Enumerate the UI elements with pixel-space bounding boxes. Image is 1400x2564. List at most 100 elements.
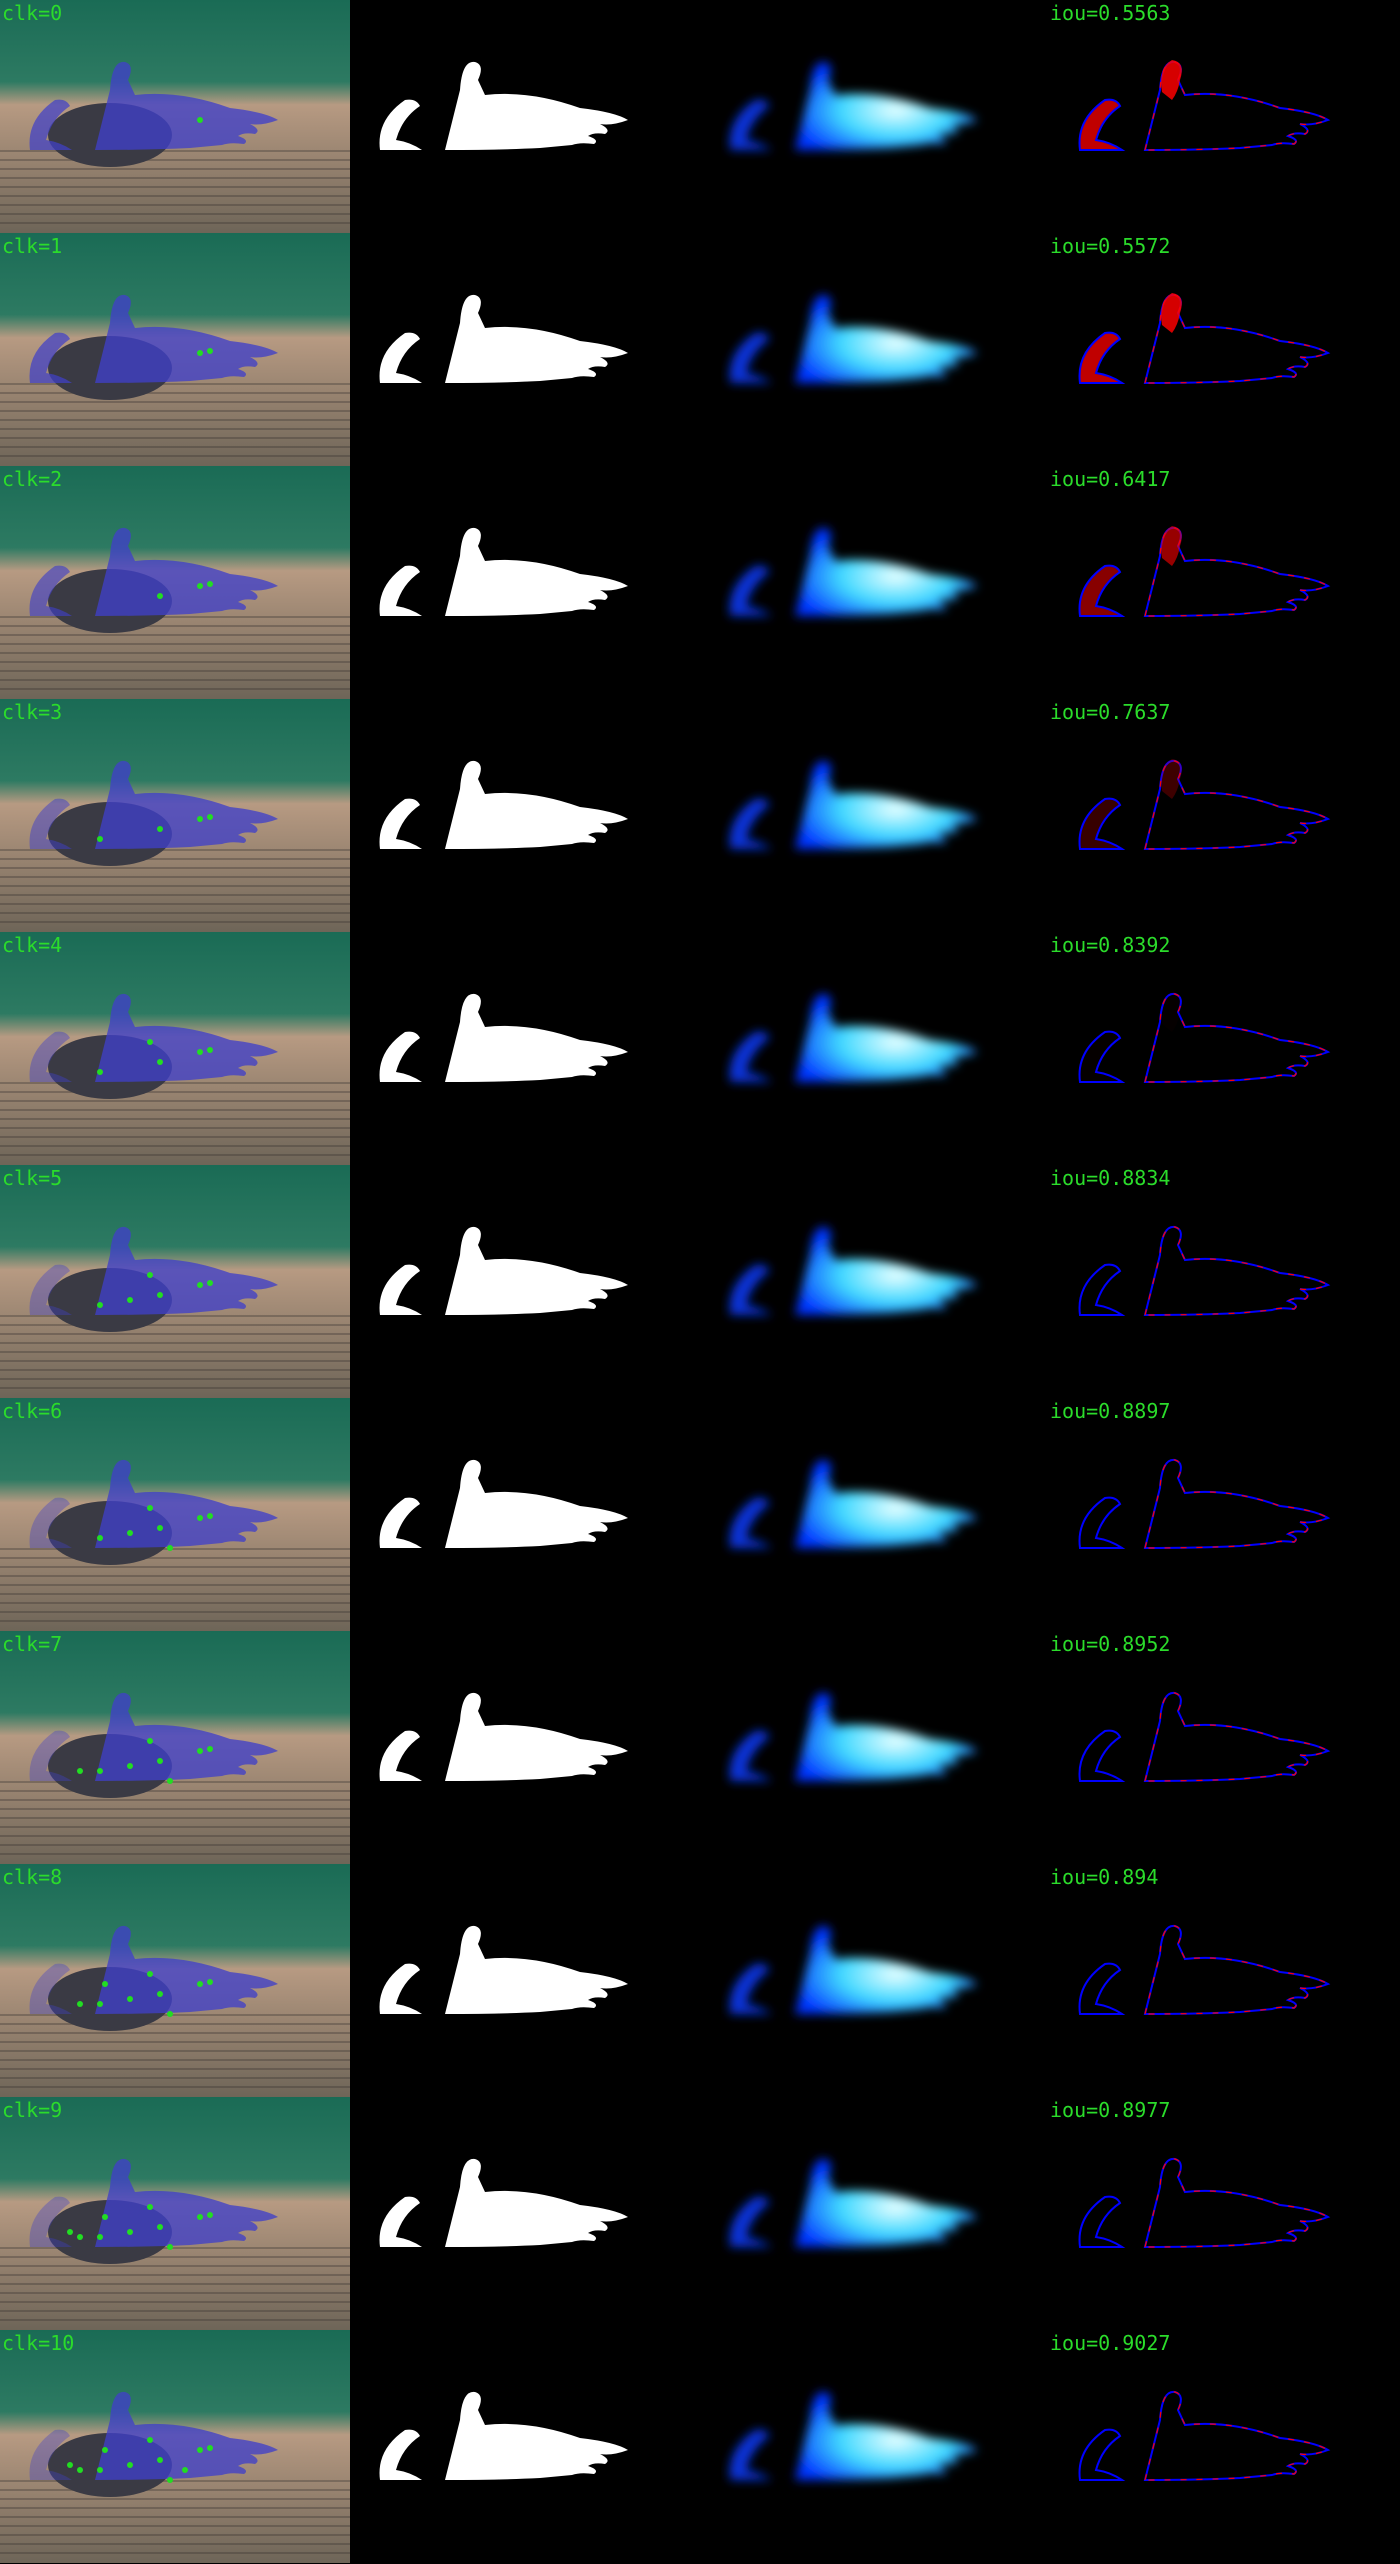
gt-silhouette — [445, 1226, 628, 1315]
click-point — [207, 814, 213, 820]
false-negative-region — [1161, 293, 1182, 333]
mask-overlay — [95, 760, 278, 849]
error-map — [1050, 1165, 1400, 1398]
click-point — [197, 816, 203, 822]
water-ripple — [0, 1548, 350, 1550]
false-positive-left — [1078, 1030, 1126, 1083]
click-point — [102, 2214, 108, 2220]
input-image-overlay — [0, 2097, 350, 2330]
click-point — [127, 1530, 133, 1536]
click-point — [207, 1280, 213, 1286]
error-map-cell — [1050, 233, 1400, 466]
ground-truth-cell — [350, 2330, 700, 2563]
gt-silhouette — [445, 993, 628, 1082]
water-ripple — [0, 2525, 350, 2527]
gt-silhouette-left — [379, 1031, 422, 1082]
click-point — [102, 2447, 108, 2453]
water-ripple — [0, 634, 350, 636]
probability-blob — [795, 1925, 978, 2014]
water-ripple — [0, 643, 350, 645]
ground-truth-cell — [350, 932, 700, 1165]
water-ripple — [0, 858, 350, 860]
water-ripple — [0, 1593, 350, 1595]
click-point — [197, 2447, 203, 2453]
iou-label: iou=0.8977 — [1050, 2098, 1171, 2122]
error-map — [1050, 1864, 1400, 2097]
click-count-label: clk=9 — [2, 2098, 63, 2122]
input-image-overlay — [0, 1165, 350, 1398]
click-point — [157, 826, 163, 832]
gt-silhouette-left — [379, 1497, 422, 1548]
error-map — [1050, 2330, 1400, 2563]
click-count-label: clk=4 — [2, 933, 63, 957]
input-image-cell — [0, 1165, 350, 1398]
false-negative-edge — [1144, 1925, 1330, 2015]
iou-label: iou=0.8897 — [1050, 1399, 1171, 1423]
water-ripple — [0, 1584, 350, 1586]
ground-truth-mask — [350, 1398, 700, 1631]
water-ripple — [0, 2301, 350, 2303]
water-ripple — [0, 159, 350, 161]
click-count-label: clk=0 — [2, 1, 63, 25]
click-point — [77, 2467, 83, 2473]
click-count-label: clk=10 — [2, 2331, 75, 2355]
ground-truth-cell — [350, 233, 700, 466]
ground-truth-cell — [350, 1864, 700, 2097]
gt-silhouette-left — [379, 565, 422, 616]
input-image-overlay — [0, 466, 350, 699]
water-ripple — [0, 1575, 350, 1577]
error-map-cell — [1050, 2097, 1400, 2330]
false-positive-left — [1078, 1962, 1126, 2015]
probability-map — [700, 1398, 1050, 1631]
water-ripple — [0, 1127, 350, 1129]
input-image-cell — [0, 2330, 350, 2563]
false-negative-edge — [1144, 1692, 1330, 1782]
water-ripple — [0, 2265, 350, 2267]
ground-truth-mask — [350, 2097, 700, 2330]
input-image-cell — [0, 1398, 350, 1631]
false-positive-left — [1078, 98, 1126, 151]
click-point — [197, 2214, 203, 2220]
water-ripple — [0, 401, 350, 403]
water-ripple — [0, 876, 350, 878]
false-positive-left — [1078, 1496, 1126, 1549]
gt-silhouette — [445, 294, 628, 383]
probability-blob-left — [729, 1497, 772, 1548]
click-count-label: clk=7 — [2, 1632, 63, 1656]
water-ripple — [0, 1853, 350, 1855]
water-ripple — [0, 428, 350, 430]
click-point — [197, 1748, 203, 1754]
click-count-label: clk=1 — [2, 234, 63, 258]
ground-truth-cell — [350, 1165, 700, 1398]
ground-truth-cell — [350, 466, 700, 699]
click-point — [147, 2204, 153, 2210]
water-ripple — [0, 1360, 350, 1362]
water-ripple — [0, 213, 350, 215]
water-ripple — [0, 1566, 350, 1568]
click-point — [97, 1535, 103, 1541]
click-point — [207, 2212, 213, 2218]
ground-truth-mask — [350, 699, 700, 932]
probability-map-cell — [700, 0, 1050, 233]
water-ripple — [0, 410, 350, 412]
click-point — [197, 117, 203, 123]
probability-map — [700, 466, 1050, 699]
probability-map — [700, 2097, 1050, 2330]
ground-truth-mask — [350, 0, 700, 233]
water-ripple — [0, 1826, 350, 1828]
iou-label: iou=0.5563 — [1050, 1, 1171, 25]
gt-silhouette-left — [379, 1730, 422, 1781]
water-ripple — [0, 1799, 350, 1801]
probability-blob-left — [729, 332, 772, 383]
click-count-label: clk=8 — [2, 1865, 63, 1889]
probability-blob — [795, 2391, 978, 2480]
click-count-label: clk=3 — [2, 700, 63, 724]
false-positive-left — [1078, 2195, 1126, 2248]
ground-truth-mask — [350, 1165, 700, 1398]
water-ripple — [0, 2283, 350, 2285]
error-map — [1050, 466, 1400, 699]
error-map — [1050, 1398, 1400, 1631]
water-ripple — [0, 1109, 350, 1111]
